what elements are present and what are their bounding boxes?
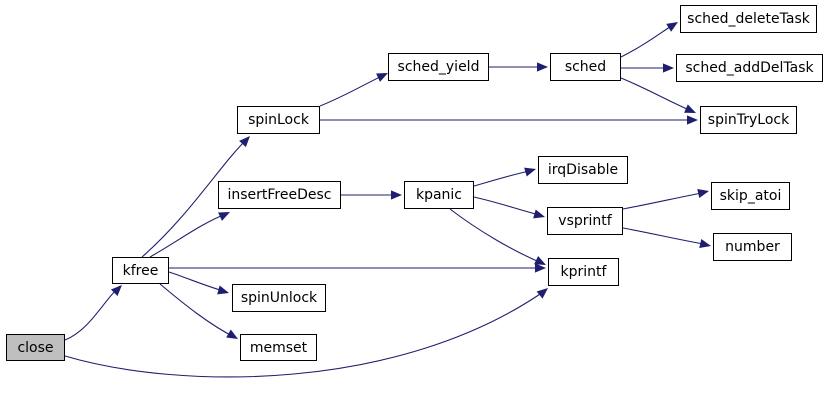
- node-label: sched: [564, 59, 607, 75]
- arrowhead-kpanic-to-kprintf: [534, 256, 546, 265]
- arrowhead-sched-to-spinTryLock: [684, 104, 696, 113]
- edge-kpanic-to-kprintf: [449, 208, 545, 265]
- node-label: spinLock: [248, 112, 309, 128]
- arrowhead-kfree-to-memset: [226, 329, 238, 339]
- node-sched_addDelTask[interactable]: sched_addDelTask: [676, 54, 823, 82]
- arrowhead-kfree-to-spinUnlock: [217, 285, 229, 295]
- arrowhead-sched_yield-to-sched: [537, 62, 548, 72]
- node-sched_yield[interactable]: sched_yield: [388, 53, 489, 81]
- node-label: irqDisable: [547, 162, 619, 178]
- node-kprintf[interactable]: kprintf: [548, 258, 619, 286]
- arrowhead-insertFreeDesc-to-kpanic: [391, 190, 402, 200]
- edge-sched-to-sched_deleteTask: [620, 22, 677, 58]
- edge-kfree-to-insertFreeDesc: [149, 212, 229, 258]
- edge-kfree-to-spinLock: [141, 137, 249, 258]
- arrowhead-sched-to-sched_deleteTask: [666, 22, 678, 32]
- arrowhead-kpanic-to-vsprintf: [533, 209, 545, 219]
- node-label: kpanic: [415, 187, 463, 203]
- node-spinTryLock[interactable]: spinTryLock: [700, 106, 797, 134]
- arrowhead-spinLock-to-sched_yield: [376, 73, 388, 82]
- edge-sched-to-spinTryLock: [620, 77, 695, 113]
- node-sched[interactable]: sched: [550, 53, 621, 81]
- node-label: sched_yield: [397, 59, 480, 75]
- node-label: vsprintf: [558, 213, 612, 229]
- node-memset[interactable]: memset: [240, 334, 317, 361]
- arrowhead-kfree-to-kprintf: [535, 263, 546, 273]
- node-label: insertFreeDesc: [227, 187, 332, 203]
- arrowhead-vsprintf-to-skip_atoi: [697, 188, 709, 198]
- edge-close-to-kprintf: [64, 289, 547, 378]
- node-label: sched_deleteTask: [687, 11, 810, 27]
- node-label: sched_addDelTask: [685, 60, 814, 76]
- arrowhead-kpanic-to-irqDisable: [524, 167, 536, 177]
- node-label: close: [17, 339, 54, 356]
- arrowhead-close-to-kprintf: [536, 288, 548, 299]
- node-irqDisable[interactable]: irqDisable: [538, 156, 628, 184]
- arrowhead-kfree-to-spinLock: [239, 136, 250, 148]
- arrowhead-kfree-to-insertFreeDesc: [218, 212, 230, 221]
- node-spinUnlock[interactable]: spinUnlock: [232, 284, 326, 312]
- edge-spinLock-to-sched_yield: [319, 73, 387, 107]
- node-kpanic[interactable]: kpanic: [404, 181, 474, 209]
- node-label: number: [725, 239, 780, 255]
- edge-vsprintf-to-skip_atoi: [622, 191, 708, 210]
- node-close[interactable]: close: [6, 334, 65, 361]
- node-vsprintf[interactable]: vsprintf: [547, 207, 623, 235]
- node-sched_deleteTask[interactable]: sched_deleteTask: [680, 5, 817, 33]
- edge-close-to-kfree: [64, 285, 121, 341]
- arrowhead-close-to-kfree: [110, 285, 122, 297]
- edge-kfree-to-spinUnlock: [168, 271, 228, 293]
- arrowhead-spinLock-to-spinTryLock: [687, 115, 698, 125]
- edge-kpanic-to-vsprintf: [473, 196, 544, 217]
- node-label: spinUnlock: [240, 290, 318, 306]
- edge-kfree-to-memset: [159, 283, 237, 339]
- edge-vsprintf-to-number: [622, 227, 710, 246]
- arrowhead-vsprintf-to-number: [699, 239, 711, 249]
- node-label: skip_atoi: [719, 188, 782, 204]
- node-kfree[interactable]: kfree: [112, 257, 169, 284]
- node-spinLock[interactable]: spinLock: [237, 106, 320, 134]
- arrowhead-sched-to-sched_addDelTask: [663, 63, 674, 73]
- edge-kpanic-to-irqDisable: [473, 169, 535, 187]
- node-insertFreeDesc[interactable]: insertFreeDesc: [218, 181, 341, 209]
- node-label: kfree: [122, 262, 159, 279]
- node-label: kprintf: [560, 264, 607, 280]
- node-label: spinTryLock: [707, 112, 790, 128]
- node-label: memset: [249, 339, 308, 356]
- node-skip_atoi[interactable]: skip_atoi: [711, 182, 790, 210]
- node-number[interactable]: number: [713, 233, 792, 261]
